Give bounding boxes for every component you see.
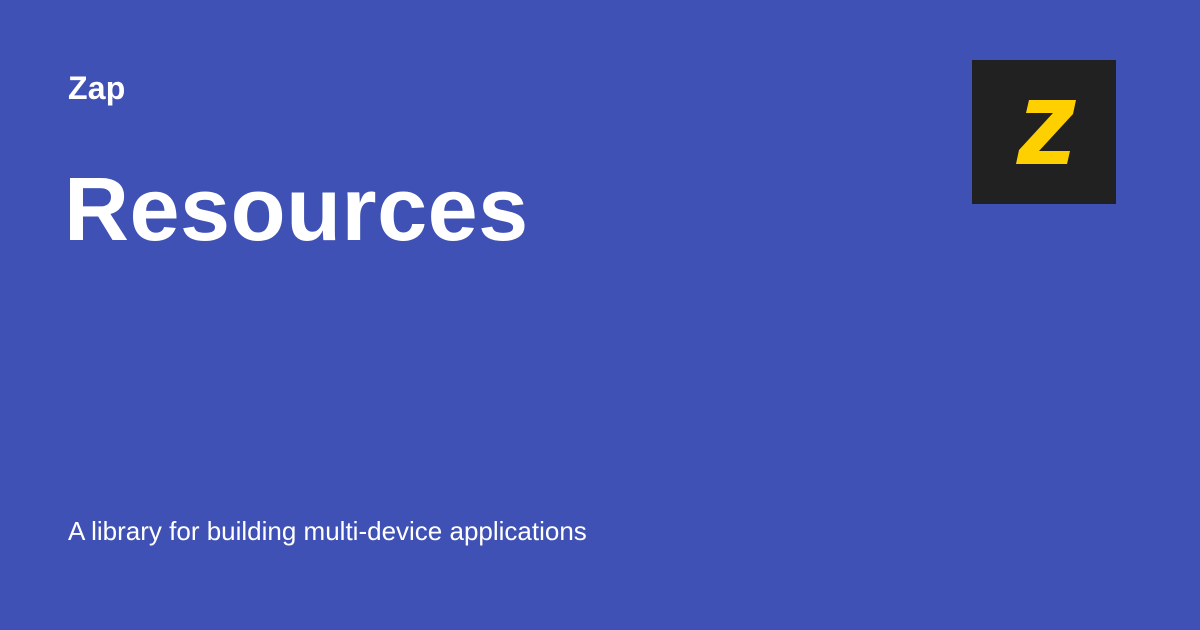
zap-logo-z-shape	[1016, 100, 1076, 164]
page-description: A library for building multi-device appl…	[68, 516, 587, 546]
zap-logo-icon	[972, 60, 1116, 204]
site-name: Zap	[68, 70, 126, 106]
page-title: Resources	[64, 160, 529, 260]
zap-logo-letter-icon	[1016, 100, 1076, 164]
